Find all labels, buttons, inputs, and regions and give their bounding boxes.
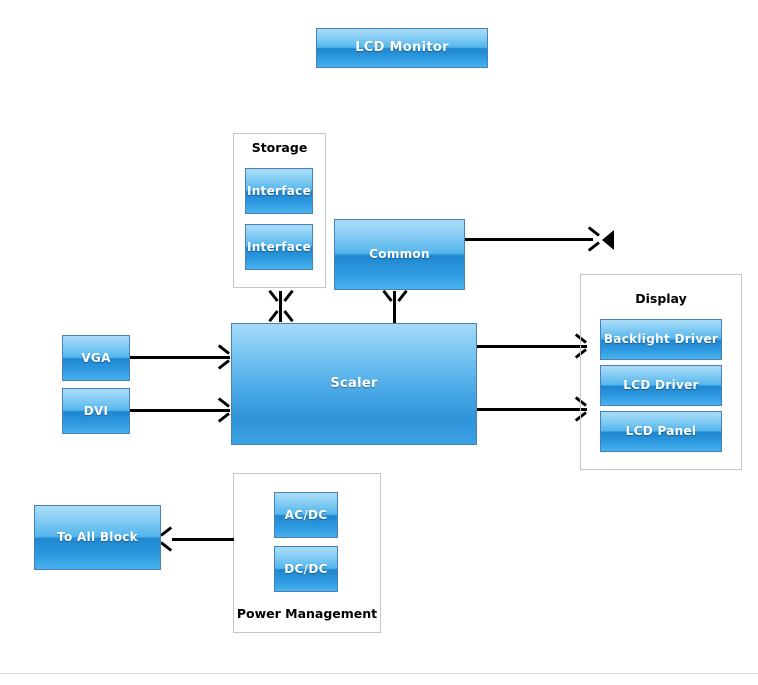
connector-scaler-to-backlight xyxy=(477,345,587,348)
bottom-divider xyxy=(0,673,758,674)
block-lcd-panel[interactable]: LCD Panel xyxy=(600,411,722,452)
block-vga[interactable]: VGA xyxy=(62,335,130,381)
block-dcdc[interactable]: DC/DC xyxy=(274,546,338,592)
arrowhead-storage-scaler-down xyxy=(274,310,288,324)
arrowhead-scaler-to-common xyxy=(388,288,402,302)
connector-power-to-all-block xyxy=(172,538,234,541)
group-display xyxy=(580,274,742,470)
block-common[interactable]: Common xyxy=(334,219,465,290)
group-power-management-title: Power Management xyxy=(236,606,378,621)
connector-vga-to-scaler xyxy=(130,356,230,359)
arrowhead-common-to-audio xyxy=(586,232,600,246)
block-backlight-driver[interactable]: Backlight Driver xyxy=(600,319,722,360)
block-acdc[interactable]: AC/DC xyxy=(274,492,338,538)
arrowhead-dvi-to-scaler xyxy=(216,403,230,417)
block-scaler[interactable]: Scaler xyxy=(231,323,477,445)
speaker-icon xyxy=(602,230,614,250)
connector-scaler-to-common xyxy=(393,291,396,324)
connector-storage-scaler xyxy=(279,291,282,322)
connector-scaler-to-panel xyxy=(477,408,587,411)
block-interface-bottom[interactable]: Interface xyxy=(245,224,313,270)
connector-common-to-audio xyxy=(465,238,593,241)
connector-dvi-to-scaler xyxy=(130,409,230,412)
group-display-title: Display xyxy=(635,291,687,306)
arrowhead-vga-to-scaler xyxy=(216,350,230,364)
arrowhead-storage-scaler-up xyxy=(274,288,288,302)
arrowhead-power-to-all-block xyxy=(160,532,174,546)
block-to-all-block[interactable]: To All Block xyxy=(34,505,161,570)
group-power-management xyxy=(233,473,381,633)
group-storage-title: Storage xyxy=(251,140,308,155)
block-interface-top[interactable]: Interface xyxy=(245,168,313,214)
block-lcd-monitor[interactable]: LCD Monitor xyxy=(316,28,488,68)
block-dvi[interactable]: DVI xyxy=(62,388,130,434)
block-lcd-driver[interactable]: LCD Driver xyxy=(600,365,722,406)
